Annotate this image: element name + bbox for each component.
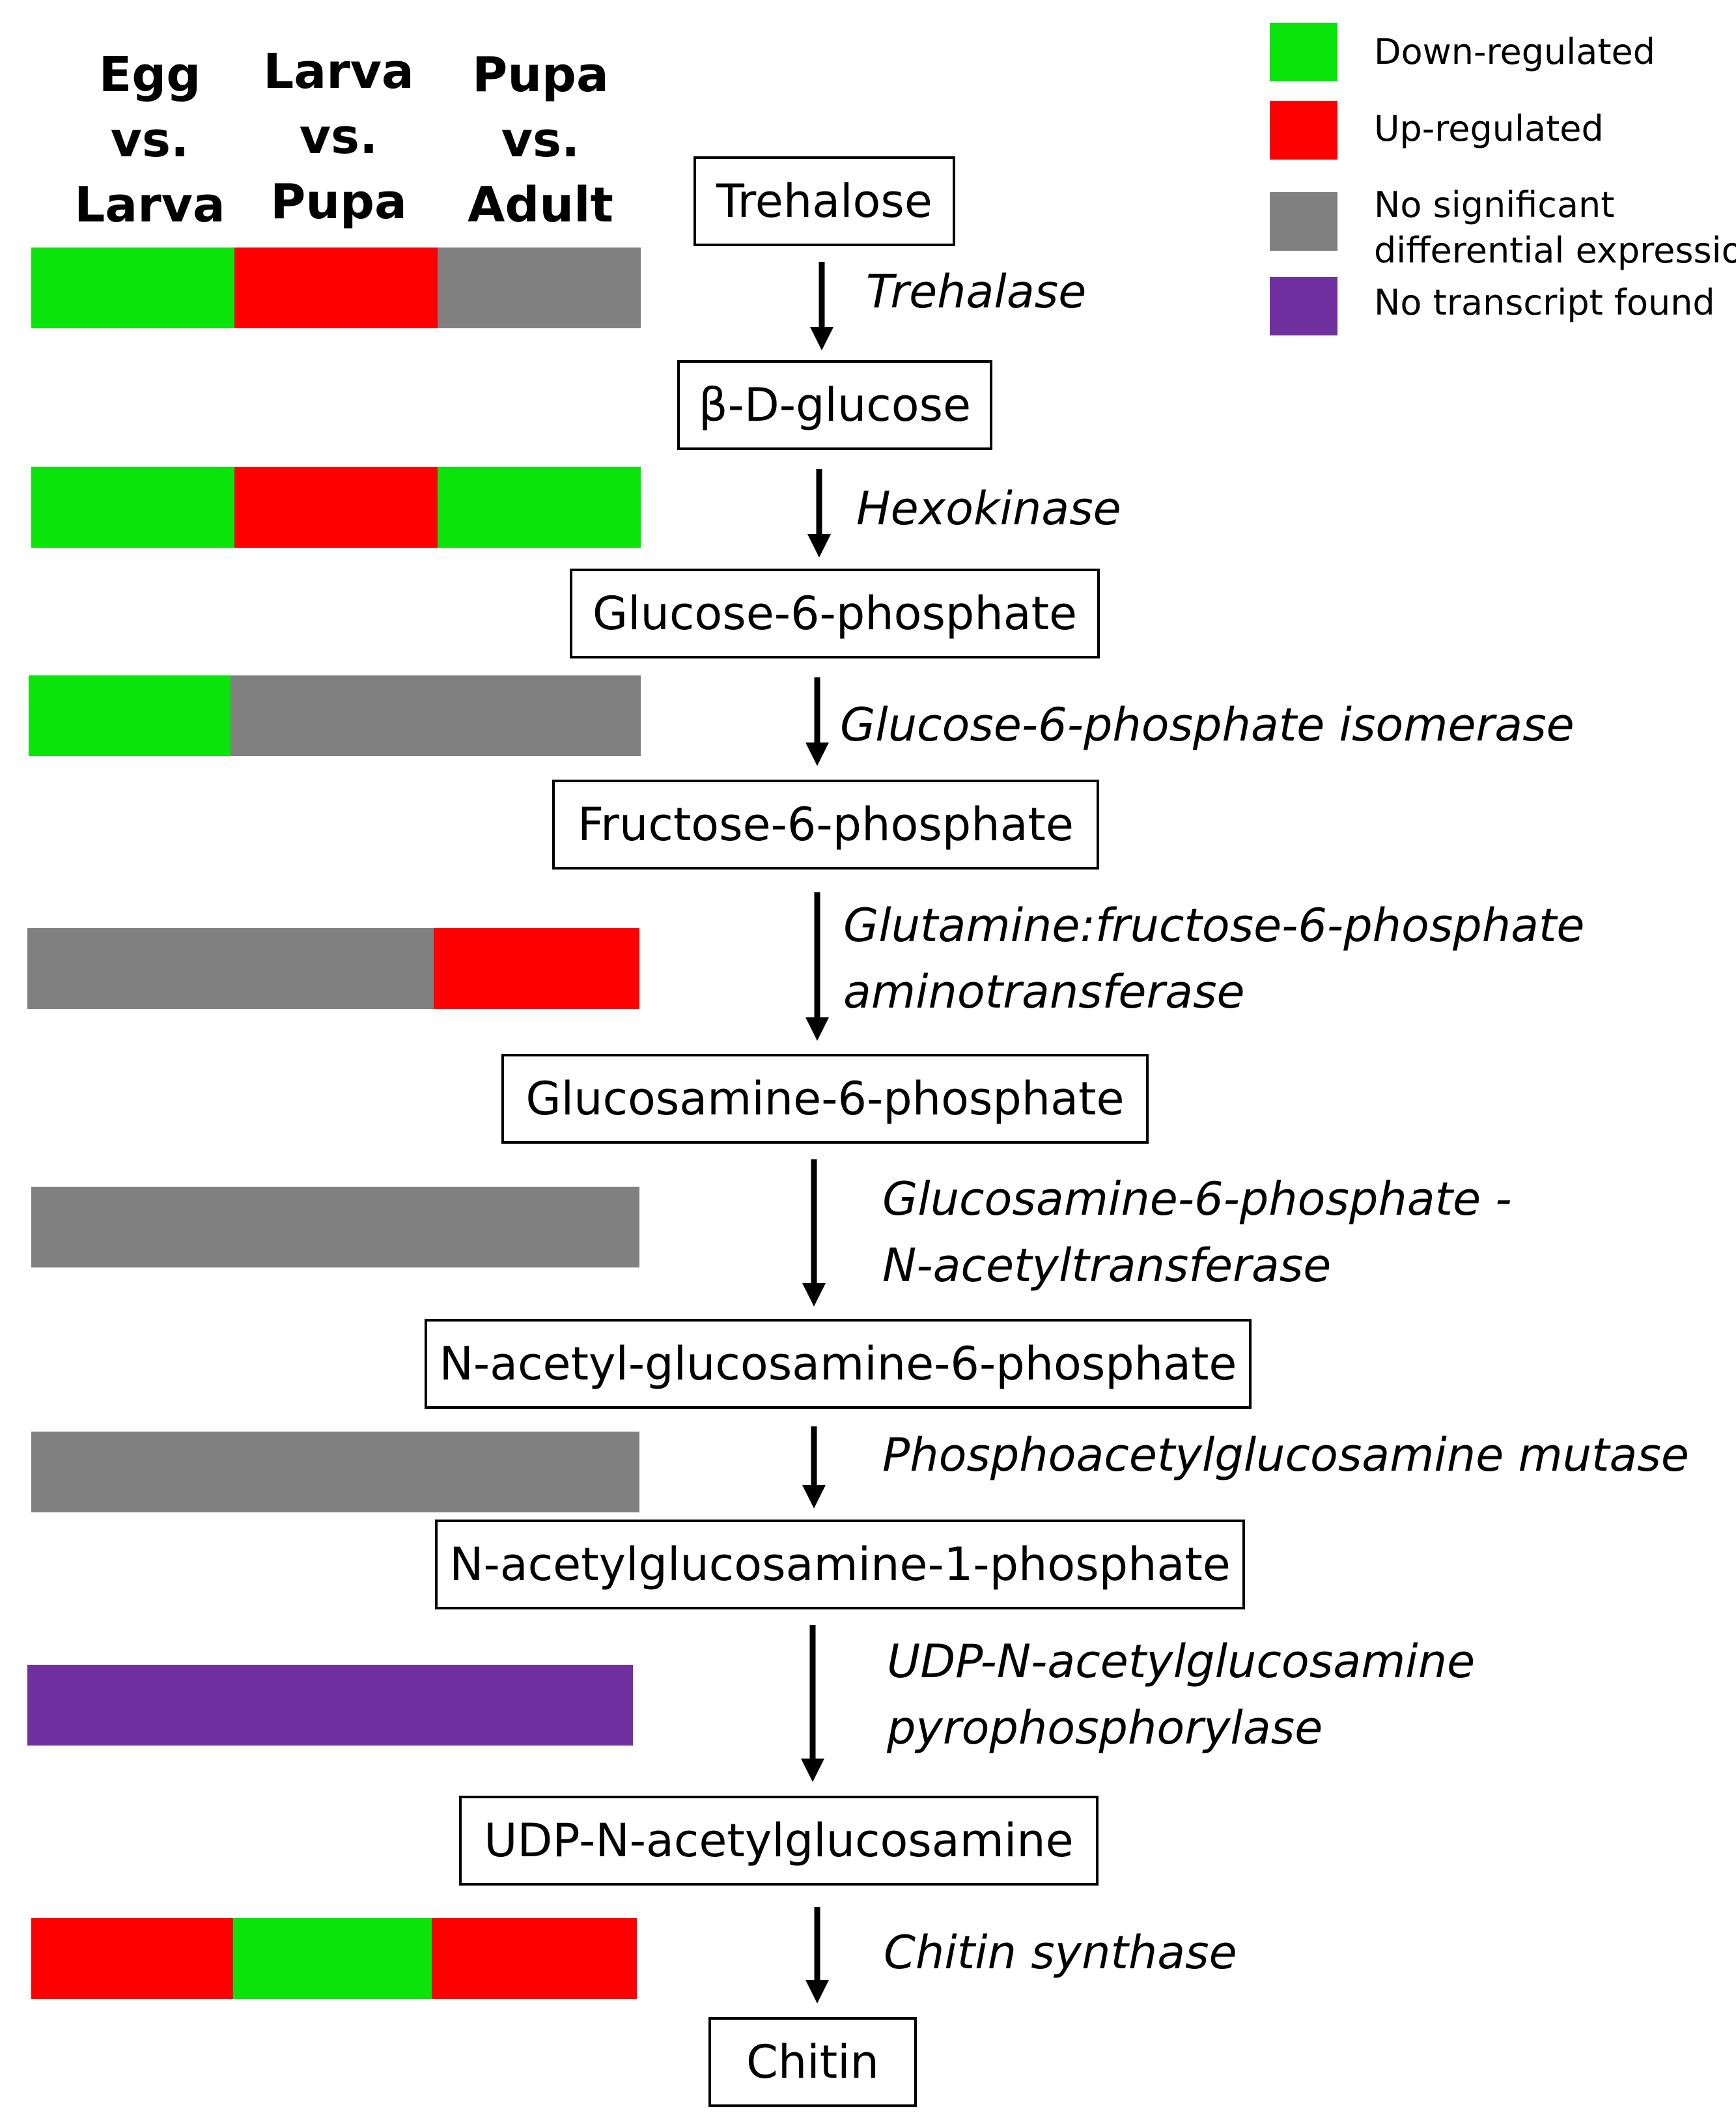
expression-segment xyxy=(31,1918,233,1999)
enzyme-glucose-6-phosphate-isomerase: Glucose-6-phosphate isomerase xyxy=(840,698,1575,752)
expression-bar-glucose-6-phosphate-isomerase xyxy=(29,675,641,756)
column-header-pupa-vs-adult: Pupa vs. Adult xyxy=(468,47,613,233)
enzyme-uap: UDP-N-acetylglucosamine pyrophosphorylas… xyxy=(887,1635,1476,1755)
expression-segment xyxy=(31,248,234,328)
compound-chitin: Chitin xyxy=(708,2017,917,2107)
expression-bar-gfat xyxy=(27,928,639,1009)
expression-segment xyxy=(434,928,639,1009)
compound-beta-d-glucose: β-D-glucose xyxy=(677,360,992,450)
legend-swatch-up-regulated xyxy=(1270,101,1337,160)
expression-segment xyxy=(432,1918,637,1999)
compound-n-acetyl-glucosamine-6-phosphate: N-acetyl-glucosamine-6-phosphate xyxy=(425,1319,1252,1409)
expression-segment xyxy=(233,1918,432,1999)
expression-segment xyxy=(229,1665,431,1746)
legend-swatch-down-regulated xyxy=(1270,23,1337,81)
expression-segment xyxy=(438,467,641,548)
enzyme-gfat: Glutamine:fructose-6-phosphate aminotran… xyxy=(843,899,1585,1019)
expression-segment xyxy=(31,1432,234,1512)
legend-label-down-regulated: Down-regulated xyxy=(1374,31,1655,72)
compound-trehalose: Trehalose xyxy=(693,156,955,246)
expression-segment xyxy=(27,928,231,1009)
compound-udp-n-acetylglucosamine: UDP-N-acetylglucosamine xyxy=(459,1796,1099,1886)
compound-glucosamine-6-phosphate: Glucosamine-6-phosphate xyxy=(501,1054,1149,1144)
legend-label-no-transcript: No transcript found xyxy=(1374,282,1715,323)
expression-bar-hexokinase xyxy=(31,467,641,548)
expression-segment xyxy=(438,248,641,328)
compound-fructose-6-phosphate: Fructose-6-phosphate xyxy=(552,780,1099,870)
enzyme-chitin-synthase: Chitin synthase xyxy=(884,1926,1237,1979)
enzyme-gnat: Glucosamine-6-phosphate - N-acetyltransf… xyxy=(882,1172,1512,1292)
legend-label-no-significant: No significant differential expression xyxy=(1374,184,1736,271)
enzyme-hexokinase: Hexokinase xyxy=(856,482,1121,535)
expression-bar-trehalase xyxy=(31,248,641,328)
enzyme-pagm: Phosphoacetylglucosamine mutase xyxy=(882,1428,1689,1482)
column-header-larva-vs-pupa: Larva vs. Pupa xyxy=(263,44,414,230)
expression-segment xyxy=(31,467,234,548)
expression-bar-pagm xyxy=(31,1432,639,1512)
expression-bar-chitin-synthase xyxy=(31,1918,637,1999)
expression-segment xyxy=(436,1432,639,1512)
legend-swatch-no-transcript xyxy=(1270,277,1337,335)
expression-segment xyxy=(234,1187,436,1267)
expression-segment xyxy=(436,675,641,756)
column-header-egg-vs-larva: Egg vs. Larva xyxy=(74,47,225,233)
expression-segment xyxy=(431,1665,633,1746)
expression-segment xyxy=(234,467,438,548)
legend-label-up-regulated: Up-regulated xyxy=(1374,108,1604,149)
expression-segment xyxy=(234,1432,436,1512)
expression-bar-uap xyxy=(27,1665,633,1746)
compound-n-acetylglucosamine-1-phosphate: N-acetylglucosamine-1-phosphate xyxy=(435,1520,1245,1609)
expression-segment xyxy=(27,1665,229,1746)
expression-segment xyxy=(29,675,231,756)
compound-glucose-6-phosphate: Glucose-6-phosphate xyxy=(570,569,1100,658)
enzyme-trehalase: Trehalase xyxy=(866,265,1087,318)
legend-swatch-no-significant xyxy=(1270,192,1337,251)
expression-segment xyxy=(436,1187,639,1267)
expression-segment xyxy=(31,1187,234,1267)
expression-segment xyxy=(231,928,434,1009)
expression-segment xyxy=(234,248,438,328)
expression-bar-gnat xyxy=(31,1187,639,1267)
expression-segment xyxy=(231,675,436,756)
